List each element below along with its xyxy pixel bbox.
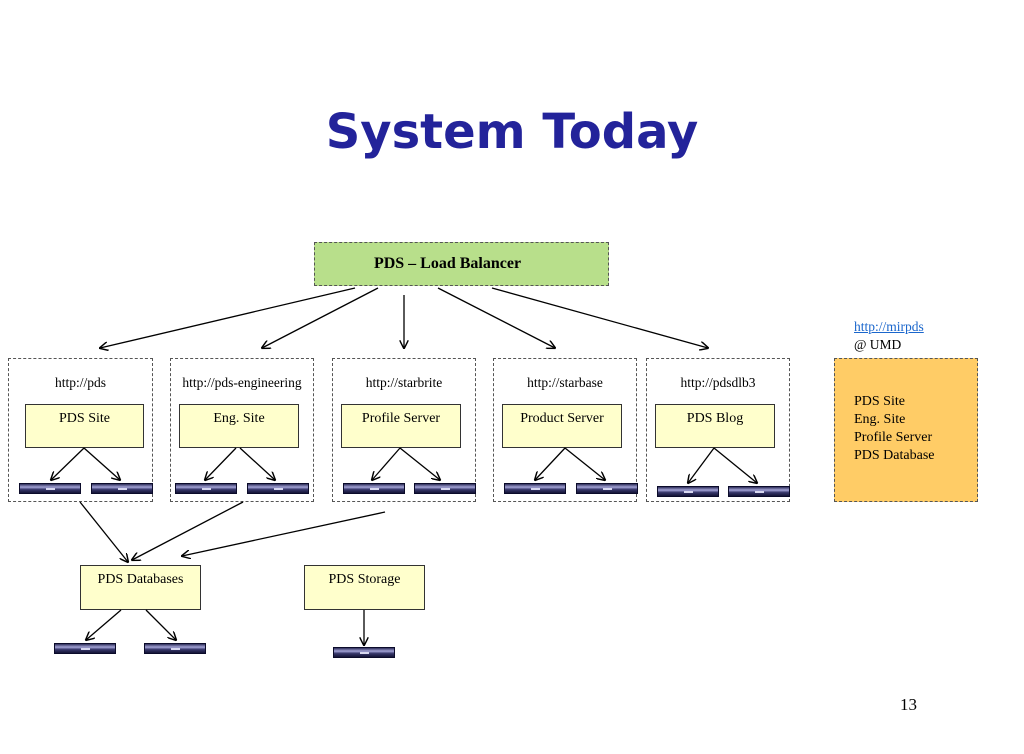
umd-item: Eng. Site [854,412,906,427]
pds-blog-box: PDS Blog [655,404,775,448]
mirpds-link[interactable]: http://mirpds [854,319,924,334]
pds-storage-box: PDS Storage [304,565,425,610]
pds-site-box: PDS Site [25,404,144,448]
arrow-site-to-server [83,447,120,480]
server-icon [333,647,395,658]
profile-server-box: Profile Server [341,404,461,448]
arrow-lb-to-starbase [437,287,555,348]
group-url: http://starbase [527,375,603,390]
server-icon [343,483,405,494]
umd-mirror-box: PDS Site Eng. Site Profile Server PDS Da… [834,358,978,502]
umd-item: PDS Database [854,448,935,463]
arrow-site-to-server [372,447,401,480]
group-url: http://pds-engineering [182,375,302,390]
arrow-site-to-server [688,447,715,483]
server-icon [19,483,81,494]
arrow-site-to-server [205,447,237,480]
server-icon [247,483,309,494]
group-starbase: http://starbase Product Server [493,358,638,502]
umd-item: PDS Site [854,394,905,409]
page-number: 13 [900,695,917,714]
arrow-pds-to-databases [79,501,128,562]
arrow-starbrite-to-databases [182,511,386,556]
group-starbrite: http://starbrite Profile Server [332,358,476,502]
group-pds-engineering: http://pds-engineering Eng. Site [170,358,314,502]
server-icon [657,486,719,497]
group-url: http://pdsdlb3 [680,375,756,390]
group-url: http://pds [54,375,106,390]
server-icon [144,643,206,654]
arrow-databases-to-server [145,609,176,640]
group-url: http://starbrite [365,375,443,390]
umd-item: Profile Server [854,430,933,445]
server-icon [91,483,153,494]
product-server-box: Product Server [502,404,622,448]
arrow-lb-to-pdsdlb3 [491,287,708,348]
pds-databases-box: PDS Databases [80,565,201,610]
umd-item-list: PDS Site Eng. Site Profile Server PDS Da… [854,393,935,465]
server-icon [414,483,476,494]
eng-site-box: Eng. Site [179,404,299,448]
arrow-lb-to-engineering [262,287,379,348]
slide-title: System Today [325,104,699,160]
arrow-site-to-server [564,447,605,480]
server-icon [175,483,237,494]
arrow-site-to-server [535,447,566,480]
group-pds: http://pds PDS Site [8,358,153,502]
umd-label: @ UMD [854,337,902,352]
arrow-site-to-server [239,447,275,480]
server-icon [54,643,116,654]
server-icon [728,486,790,497]
server-icon [504,483,566,494]
arrow-databases-to-server [86,609,122,640]
arrow-lb-to-pds [100,287,356,348]
load-balancer-box: PDS – Load Balancer [314,242,609,286]
arrow-site-to-server [713,447,757,483]
arrow-site-to-server [399,447,440,480]
arrow-engineering-to-databases [132,501,244,560]
server-icon [576,483,638,494]
group-pdsdlb3: http://pdsdlb3 PDS Blog [646,358,790,502]
arrow-site-to-server [51,447,85,480]
